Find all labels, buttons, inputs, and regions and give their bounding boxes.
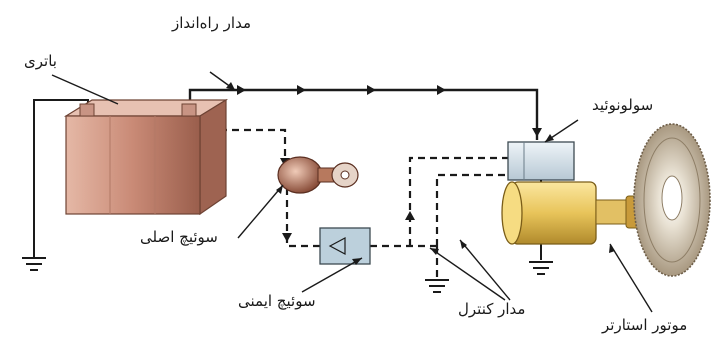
control-circuit-label: مدار کنترل — [458, 300, 526, 318]
ignition-key-icon — [277, 156, 359, 194]
leader-arrowheads — [226, 82, 615, 265]
flywheel-icon — [633, 123, 711, 277]
battery-label: باتری — [24, 52, 57, 70]
safety-switch-icon — [319, 227, 371, 265]
main-switch-label: سوئیچ اصلی — [140, 228, 218, 246]
starter-circuit-label: مدار راه‌انداز — [172, 14, 251, 32]
leader-lines — [51, 71, 653, 313]
starter-motor-label: موتور استارتر — [602, 316, 688, 334]
battery-icon — [63, 98, 229, 216]
safety-switch-label: سوئیچ ایمنی — [238, 292, 316, 310]
control-ground-symbol — [425, 279, 449, 293]
starter-motor-icon — [501, 180, 643, 275]
solenoid-icon — [507, 141, 575, 181]
starter-circuit-arrows — [237, 85, 542, 137]
solenoid-label: سولونوئید — [592, 96, 654, 114]
starter-circuit-wire — [188, 88, 539, 140]
